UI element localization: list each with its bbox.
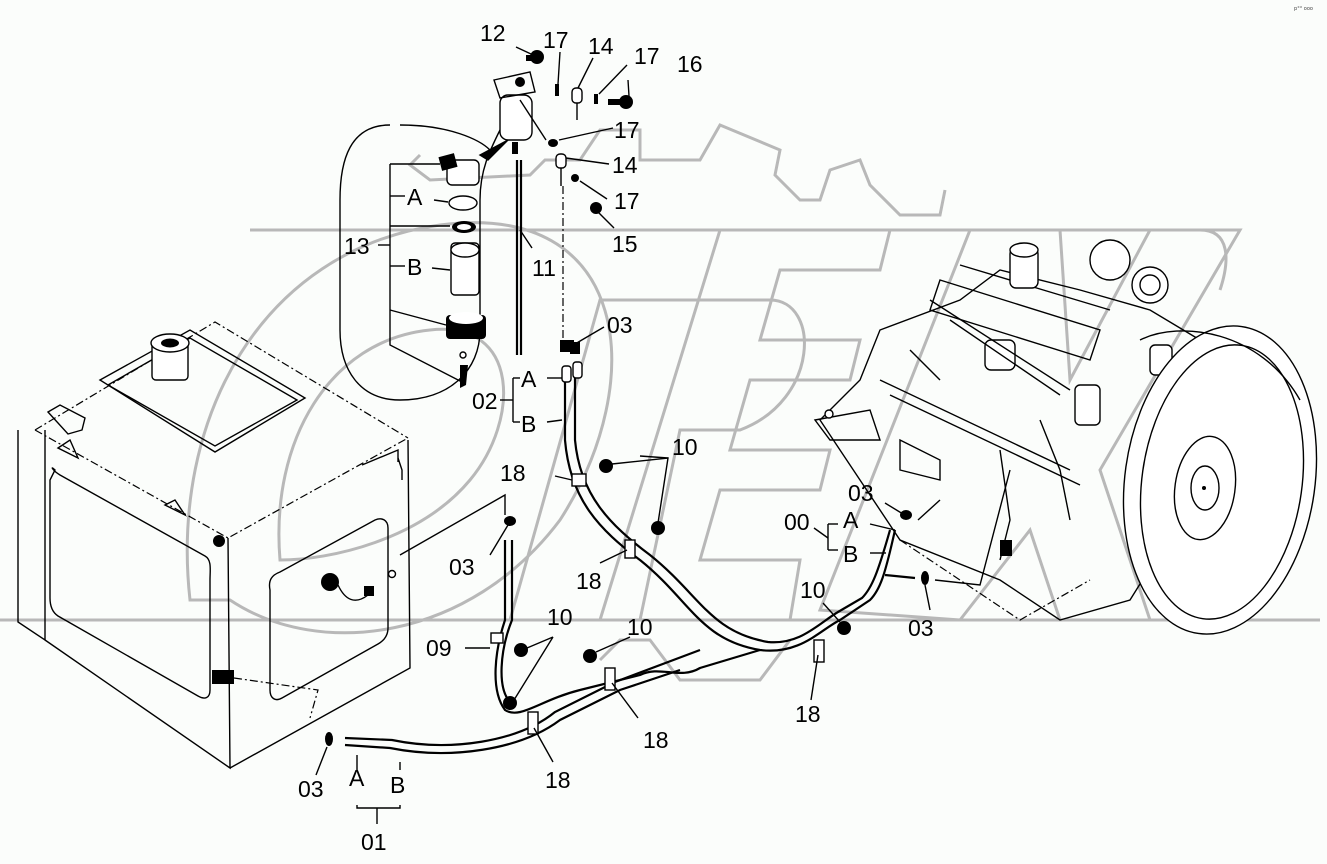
callout-02: 02 bbox=[472, 388, 498, 414]
callout-00: 00 bbox=[784, 509, 810, 535]
callout-12: 12 bbox=[480, 20, 506, 46]
callout-17: 17 bbox=[614, 117, 640, 143]
callout-03: 03 bbox=[298, 776, 324, 802]
callout-03: 03 bbox=[449, 554, 475, 580]
clamps-and-bolts bbox=[325, 340, 1011, 746]
callout-02-a: A bbox=[521, 366, 537, 392]
callout-01-b: B bbox=[390, 772, 405, 798]
callout-00-a: A bbox=[843, 507, 859, 533]
callout-14: 14 bbox=[588, 33, 614, 59]
leader-lines bbox=[315, 46, 931, 824]
callout-18: 18 bbox=[795, 701, 821, 727]
callout-13-a: A bbox=[407, 184, 423, 210]
callout-15: 15 bbox=[612, 231, 638, 257]
callout-17: 17 bbox=[543, 27, 569, 53]
watermark bbox=[0, 123, 1320, 682]
flywheel bbox=[1122, 325, 1318, 635]
callout-16: 16 bbox=[677, 51, 703, 77]
callout-18: 18 bbox=[643, 727, 669, 753]
callout-10: 10 bbox=[672, 434, 698, 460]
callout-18: 18 bbox=[545, 767, 571, 793]
callout-10: 10 bbox=[547, 604, 573, 630]
callout-13-b: B bbox=[407, 254, 422, 280]
callout-03: 03 bbox=[908, 615, 934, 641]
fuel-hoses bbox=[344, 361, 916, 755]
callout-03: 03 bbox=[848, 480, 874, 506]
engine bbox=[813, 239, 1231, 621]
callout-00-b: B bbox=[843, 541, 858, 567]
callout-11: 11 bbox=[532, 255, 556, 281]
callout-13: 13 bbox=[344, 233, 370, 259]
filter-detail-callout bbox=[339, 124, 501, 401]
callout-10: 10 bbox=[627, 614, 653, 640]
callout-14: 14 bbox=[612, 152, 638, 178]
callout-17: 17 bbox=[634, 43, 660, 69]
callout-02-b: B bbox=[521, 411, 536, 437]
callout-18: 18 bbox=[500, 460, 526, 486]
fuel-tank bbox=[17, 321, 411, 770]
callout-09: 09 bbox=[426, 635, 452, 661]
callout-18: 18 bbox=[576, 568, 602, 594]
corner-mark: p°° ooo bbox=[1294, 6, 1313, 12]
callout-10: 10 bbox=[800, 577, 826, 603]
callout-01-a: A bbox=[349, 765, 365, 791]
callout-labels: 12 17 14 17 16 17 14 17 15 13 A B 11 03 … bbox=[298, 20, 934, 855]
fuel-filter bbox=[478, 71, 536, 355]
hardware bbox=[519, 50, 633, 345]
callout-01: 01 bbox=[361, 829, 387, 855]
callout-03: 03 bbox=[607, 312, 633, 338]
callout-17: 17 bbox=[614, 188, 640, 214]
